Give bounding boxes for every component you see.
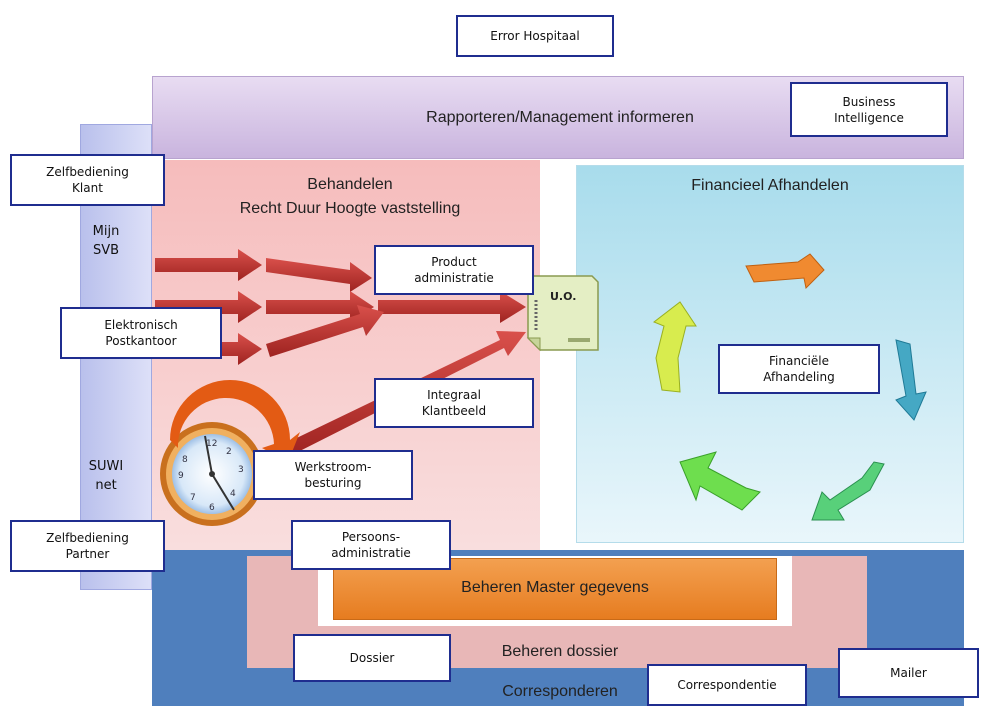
arrow-row-1 xyxy=(155,249,372,292)
behandelen-title: Behandelen Recht Duur Hoogte vaststellin… xyxy=(239,176,461,217)
red-arrow xyxy=(378,291,526,323)
svg-text:12: 12 xyxy=(206,439,217,449)
svg-text:2: 2 xyxy=(226,447,232,457)
product-administratie-label: Product administratie xyxy=(374,245,534,295)
svg-text:7: 7 xyxy=(190,493,196,503)
cycle-arrow-teal xyxy=(895,339,927,421)
svg-text:8: 8 xyxy=(182,455,188,465)
master-title: Beheren Master gegevens xyxy=(461,579,649,596)
werkstroom-besturing-label: Werkstroom- besturing xyxy=(253,450,413,500)
beheren-dossier-title: Beheren dossier xyxy=(501,643,619,660)
integraal-klantbeeld-label: Integraal Klantbeeld xyxy=(374,378,534,428)
rapporteren-title: Rapporteren/Management informeren xyxy=(426,109,694,126)
financieel-title: Financieel Afhandelen xyxy=(691,177,849,194)
red-arrow xyxy=(266,258,372,292)
uo-document xyxy=(526,275,599,352)
business-intelligence-label: Business Intelligence xyxy=(790,82,948,137)
svg-text:9: 9 xyxy=(178,471,184,481)
red-arrow xyxy=(266,291,374,323)
clock-icon: 12 3 6 9 2 4 7 8 xyxy=(160,380,300,526)
cycle-arrow-yellow xyxy=(652,301,697,393)
mijn-svb-text: Mijn SVB xyxy=(92,224,120,258)
red-arrow xyxy=(155,249,262,281)
cycle-arrow-green xyxy=(679,451,761,511)
persoons-administratie-label: Persoons- administratie xyxy=(291,520,451,570)
suwi-net-text: SUWI net xyxy=(88,459,124,493)
dossier-label: Dossier xyxy=(293,634,451,682)
uo-label: U.O. xyxy=(550,290,576,303)
error-hospitaal-label: Error Hospitaal xyxy=(456,15,614,57)
zelfbediening-partner-label: Zelfbediening Partner xyxy=(10,520,165,572)
cycle-arrow-orange xyxy=(745,253,825,290)
corresponderen-title: Corresponderen xyxy=(502,683,618,700)
svg-text:4: 4 xyxy=(230,489,236,499)
cycle-arrow-green-light xyxy=(811,461,885,521)
zelfbediening-klant-label: Zelfbediening Klant xyxy=(10,154,165,206)
mailer-label: Mailer xyxy=(838,648,979,698)
svg-text:3: 3 xyxy=(238,465,244,475)
correspondentie-label: Correspondentie xyxy=(647,664,807,706)
svg-text:6: 6 xyxy=(209,503,215,513)
elektronisch-postkantoor-label: Elektronisch Postkantoor xyxy=(60,307,222,359)
financiele-afhandeling-label: Financiële Afhandeling xyxy=(718,344,880,394)
red-arrow xyxy=(266,305,384,357)
